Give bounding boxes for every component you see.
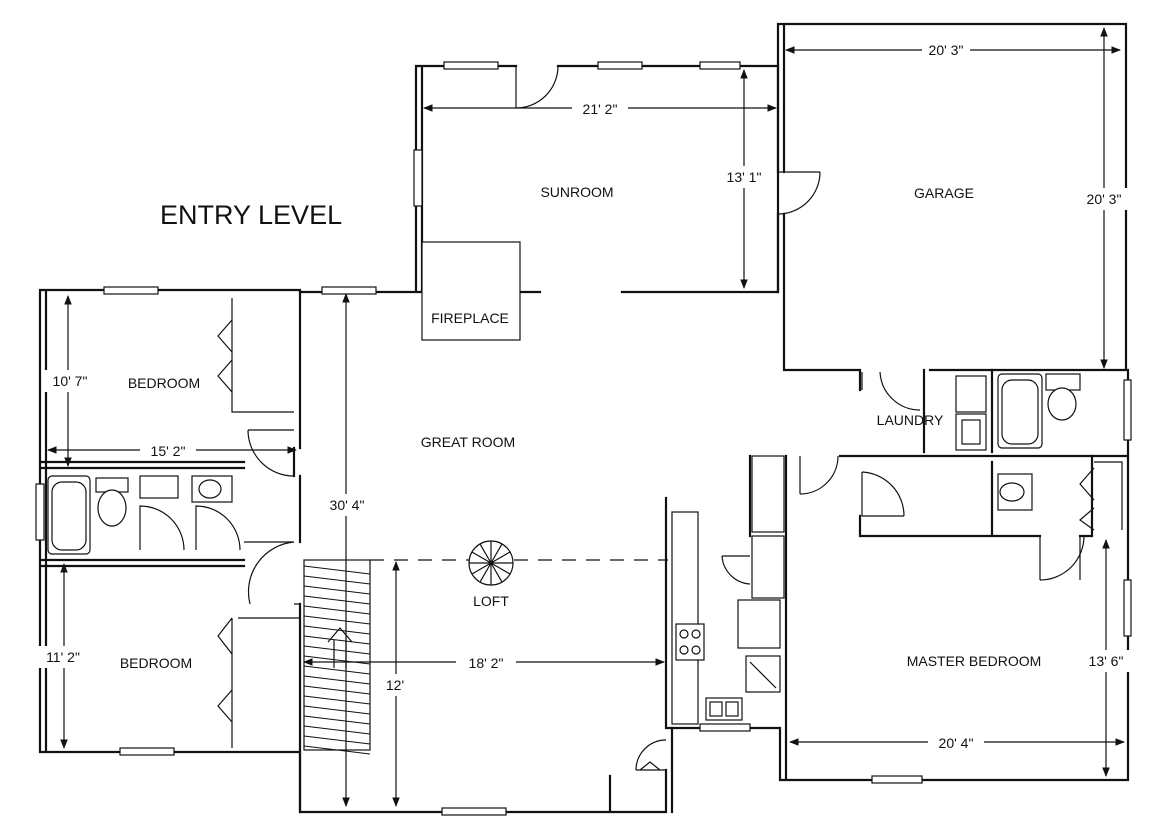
stair-tread [303, 655, 371, 665]
spiral-stair-tread [479, 543, 492, 564]
room-label-bedroom-top: BEDROOM [128, 375, 200, 391]
bath-walls [858, 368, 1094, 538]
dim-loft-depth: 12' [386, 677, 404, 693]
spiral-stair-tread [471, 551, 492, 564]
dim-master-depth: 13' 6" [1089, 653, 1124, 669]
stair-tread [303, 735, 371, 745]
stair-tread [303, 605, 371, 615]
room-label-garage: GARAGE [914, 185, 974, 201]
stair-tread [303, 665, 371, 675]
stair-tread [303, 745, 371, 755]
stair-tread [303, 725, 371, 735]
spiral-stair [468, 540, 514, 586]
dim-bedroom-top-depth: 10' 7" [53, 373, 88, 389]
doors [139, 65, 1123, 771]
room-label-fireplace: FIREPLACE [431, 310, 509, 326]
stair-tread [303, 625, 371, 635]
spiral-stair-tread [490, 562, 511, 575]
room-label-master-bedroom: MASTER BEDROOM [907, 653, 1042, 669]
dim-sunroom-depth: 13' 1" [727, 169, 762, 185]
stair-tread [303, 715, 371, 725]
stair-tread [303, 565, 371, 575]
dim-master-width: 20' 4" [939, 735, 974, 751]
dim-bedroom-bottom-depth: 11' 2" [46, 649, 80, 665]
stair-tread [303, 675, 371, 685]
room-label-great-room: GREAT ROOM [421, 434, 515, 450]
spiral-stair-tread [490, 562, 503, 583]
room-label-sunroom: SUNROOM [540, 184, 613, 200]
fixtures [47, 241, 1081, 725]
spiral-stair-tread [490, 543, 503, 564]
spiral-stair-tread [471, 562, 492, 575]
garage-walls [776, 22, 1128, 392]
stair-tread [303, 695, 371, 705]
sunroom-walls [298, 64, 780, 294]
spiral-stair-tread [479, 562, 492, 583]
room-label-bedroom-bottom: BEDROOM [120, 655, 192, 671]
dim-bedroom-top-width: 15' 2" [151, 443, 186, 459]
master-walls [664, 368, 1130, 782]
stair-tread [303, 645, 371, 655]
stair-tread [303, 705, 371, 715]
dim-label-masks [38, 40, 1132, 752]
dim-garage-depth: 20' 3" [1087, 191, 1122, 207]
windows [35, 61, 1132, 816]
great-room-walls [298, 726, 674, 814]
room-label-laundry: LAUNDRY [877, 412, 944, 428]
dim-sunroom-width: 21' 2" [583, 101, 618, 117]
spiral-stair-tread [490, 551, 511, 564]
dim-great-room-width: 18' 2" [469, 655, 504, 671]
stairs [303, 559, 371, 755]
stair-tread [303, 635, 371, 645]
dim-garage-width: 20' 3" [929, 42, 964, 58]
plan-title: ENTRY LEVEL [160, 200, 342, 230]
stair-tread [303, 575, 371, 585]
stair-tread [303, 615, 371, 625]
stair-tread [303, 685, 371, 695]
dim-great-room-depth: 30' 4" [330, 497, 365, 513]
fireplace-hearth [421, 241, 521, 341]
stair-tread [303, 595, 371, 605]
stair-tread [303, 585, 371, 595]
room-label-loft: LOFT [473, 593, 509, 609]
